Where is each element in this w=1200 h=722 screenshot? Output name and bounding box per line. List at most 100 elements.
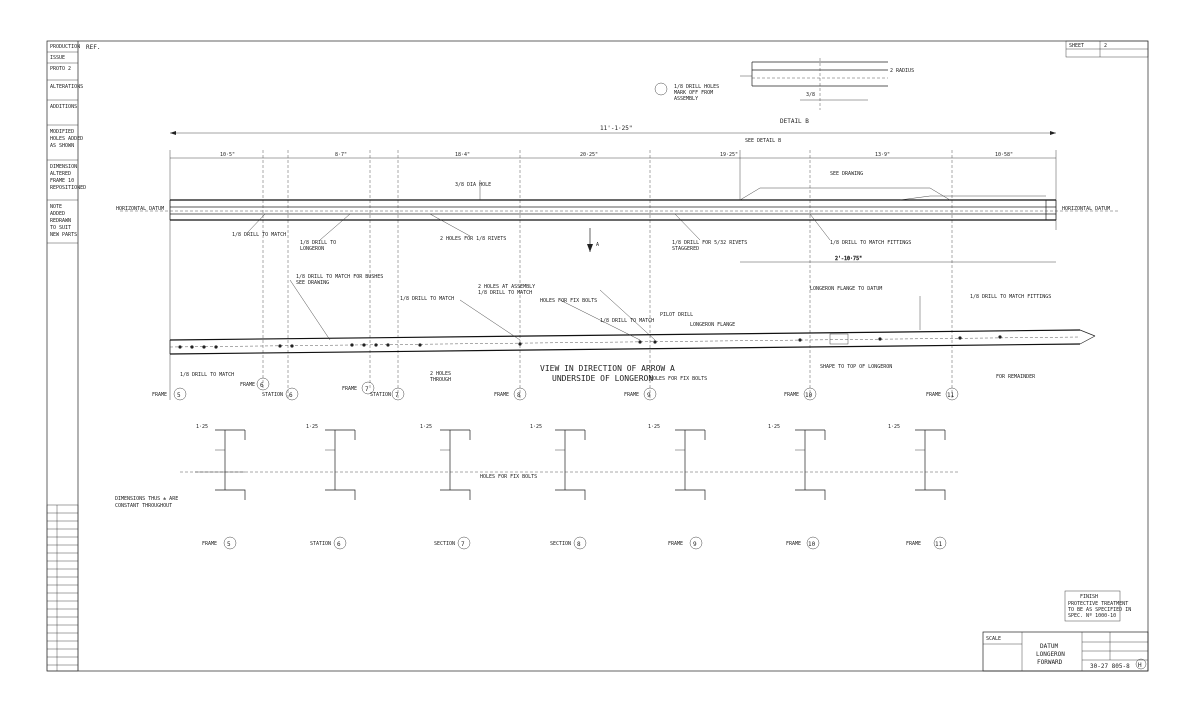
svg-text:1·25: 1·25: [530, 424, 542, 430]
sheet-border: [46, 40, 1149, 672]
svg-text:TO SUIT: TO SUIT: [50, 225, 71, 231]
svg-text:8·7": 8·7": [335, 152, 347, 158]
svg-text:1/8 DRILL TO: 1/8 DRILL TO: [300, 240, 336, 246]
svg-text:10·5": 10·5": [220, 152, 235, 158]
svg-text:9: 9: [647, 392, 651, 399]
svg-text:7: 7: [365, 386, 369, 393]
svg-text:THROUGH: THROUGH: [430, 377, 451, 383]
svg-text:11'-1·25": 11'-1·25": [600, 125, 633, 132]
title-line-2: LONGERON: [1036, 651, 1065, 658]
detail-b: DETAIL B 1/8 DRILL HOLES MARK OFF FROM A…: [654, 58, 914, 125]
svg-text:ASSEMBLY: ASSEMBLY: [674, 96, 698, 102]
svg-text:PROTECTIVE TREATMENT: PROTECTIVE TREATMENT: [1068, 601, 1128, 607]
svg-text:10: 10: [805, 392, 813, 399]
svg-text:FRAME: FRAME: [202, 541, 217, 547]
svg-text:SHAPE TO TOP OF LONGERON: SHAPE TO TOP OF LONGERON: [820, 364, 892, 370]
svg-text:FRAME 10: FRAME 10: [50, 178, 74, 184]
svg-text:SECTION: SECTION: [550, 541, 571, 547]
svg-text:AS SHOWN: AS SHOWN: [50, 143, 74, 149]
svg-text:NOTE: NOTE: [50, 204, 62, 210]
svg-text:FRAME: FRAME: [786, 541, 801, 547]
svg-text:TO BE AS SPECIFIED IN: TO BE AS SPECIFIED IN: [1068, 607, 1131, 613]
svg-text:2 RADIUS: 2 RADIUS: [890, 68, 914, 74]
cross-section: [555, 429, 586, 500]
svg-text:5: 5: [177, 392, 181, 399]
view-caption-2: UNDERSIDE OF LONGERON: [552, 374, 653, 383]
svg-text:1/8 DRILL TO MATCH: 1/8 DRILL TO MATCH: [600, 318, 654, 324]
cross-section: [915, 429, 946, 500]
top-right-box: SHEET 2: [1065, 40, 1149, 58]
overall-dimension: 11'-1·25": [170, 125, 1056, 135]
svg-text:2 HOLES AT ASSEMBLY: 2 HOLES AT ASSEMBLY: [478, 284, 535, 290]
svg-text:FRAME: FRAME: [624, 392, 639, 398]
svg-text:8: 8: [517, 392, 521, 399]
svg-text:ALTERED: ALTERED: [50, 171, 71, 177]
svg-text:6: 6: [260, 382, 264, 389]
svg-text:2: 2: [1104, 43, 1107, 49]
svg-text:FRAME: FRAME: [668, 541, 683, 547]
dimension-note-2: CONSTANT THROUGHOUT: [115, 503, 172, 509]
underside-leaders: [289, 279, 921, 341]
svg-text:5: 5: [227, 541, 231, 548]
svg-text:FRAME: FRAME: [342, 386, 357, 392]
svg-text:19·25": 19·25": [720, 152, 738, 158]
svg-text:1·25: 1·25: [648, 424, 660, 430]
svg-text:HOLES FOR FIX BOLTS: HOLES FOR FIX BOLTS: [650, 376, 707, 382]
svg-text:1·25: 1·25: [768, 424, 780, 430]
svg-text:2 HOLES: 2 HOLES: [430, 371, 451, 377]
svg-text:HOLES ADDED: HOLES ADDED: [50, 136, 83, 142]
svg-text:HOLES FOR FIX BOLTS: HOLES FOR FIX BOLTS: [540, 298, 597, 304]
station-marker: FRAME 7: [342, 381, 375, 395]
svg-text:3/8: 3/8: [806, 92, 815, 98]
svg-text:NEW PARTS: NEW PARTS: [50, 232, 77, 238]
svg-text:2 HOLES FOR 1/8 RIVETS: 2 HOLES FOR 1/8 RIVETS: [440, 236, 506, 242]
svg-text:STAGGERED: STAGGERED: [672, 246, 699, 252]
svg-text:ISSUE: ISSUE: [50, 55, 65, 61]
svg-text:1·25: 1·25: [420, 424, 432, 430]
svg-text:MODIFIED: MODIFIED: [50, 129, 74, 135]
datum-label-right: HORIZONTAL DATUM: [1062, 206, 1110, 212]
svg-text:SEE DRAWING: SEE DRAWING: [830, 171, 863, 177]
svg-text:FRAME: FRAME: [906, 541, 921, 547]
station-marker: FRAME 6: [240, 377, 270, 391]
section-label: FRAME 10: [786, 536, 820, 550]
svg-text:8: 8: [577, 541, 581, 548]
svg-text:1/8 DRILL TO MATCH: 1/8 DRILL TO MATCH: [180, 372, 234, 378]
section-label: STATION 6: [310, 536, 347, 550]
scale-label: SCALE: [986, 636, 1001, 642]
station-marker: FRAME 9: [624, 387, 657, 401]
svg-text:LONGERON FLANGE: LONGERON FLANGE: [690, 322, 735, 328]
datum-label-left: HORIZONTAL DATUM: [116, 206, 164, 212]
svg-text:SEE DETAIL B: SEE DETAIL B: [745, 138, 781, 144]
svg-text:1/8 DRILL TO MATCH: 1/8 DRILL TO MATCH: [400, 296, 454, 302]
svg-text:11: 11: [947, 392, 955, 399]
svg-text:1/8 DRILL TO MATCH FITTINGS: 1/8 DRILL TO MATCH FITTINGS: [970, 294, 1051, 300]
svg-text:FRAME: FRAME: [784, 392, 799, 398]
right-dimension: 2'-10·75": [740, 256, 1056, 263]
cross-section-row: [180, 429, 960, 500]
svg-text:ADDED: ADDED: [50, 211, 65, 217]
svg-text:A: A: [596, 242, 599, 248]
svg-text:HOLES FOR FIX BOLTS: HOLES FOR FIX BOLTS: [480, 474, 537, 480]
svg-text:ALTERATIONS: ALTERATIONS: [50, 84, 83, 90]
elevation-leaders: [247, 150, 831, 241]
section-label: FRAME 11: [906, 536, 947, 550]
svg-text:1/8 DRILL HOLES: 1/8 DRILL HOLES: [674, 84, 719, 90]
svg-text:9: 9: [693, 541, 697, 548]
station-marker: STATION 6: [262, 387, 299, 401]
svg-text:SEE DRAWING: SEE DRAWING: [296, 280, 329, 286]
station-marker: FRAME 10: [784, 387, 817, 401]
svg-text:11: 11: [935, 541, 943, 548]
drawing-number: 30-27 805-8: [1090, 663, 1130, 670]
title-line-3: FORWARD: [1037, 659, 1063, 666]
section-label: FRAME 9: [668, 536, 703, 550]
svg-text:1/8 DRILL TO MATCH: 1/8 DRILL TO MATCH: [478, 290, 532, 296]
cross-section: [440, 429, 471, 500]
longeron-side-elevation: HORIZONTAL DATUM HORIZONTAL DATUM: [116, 187, 1120, 221]
view-caption-1: VIEW IN DIRECTION OF ARROW A: [540, 364, 675, 373]
svg-text:18·4": 18·4": [455, 152, 470, 158]
svg-text:SPEC. Nº 1000-10: SPEC. Nº 1000-10: [1068, 613, 1116, 619]
sheet-letter: H: [1138, 662, 1142, 669]
svg-text:SHEET: SHEET: [1069, 43, 1084, 49]
